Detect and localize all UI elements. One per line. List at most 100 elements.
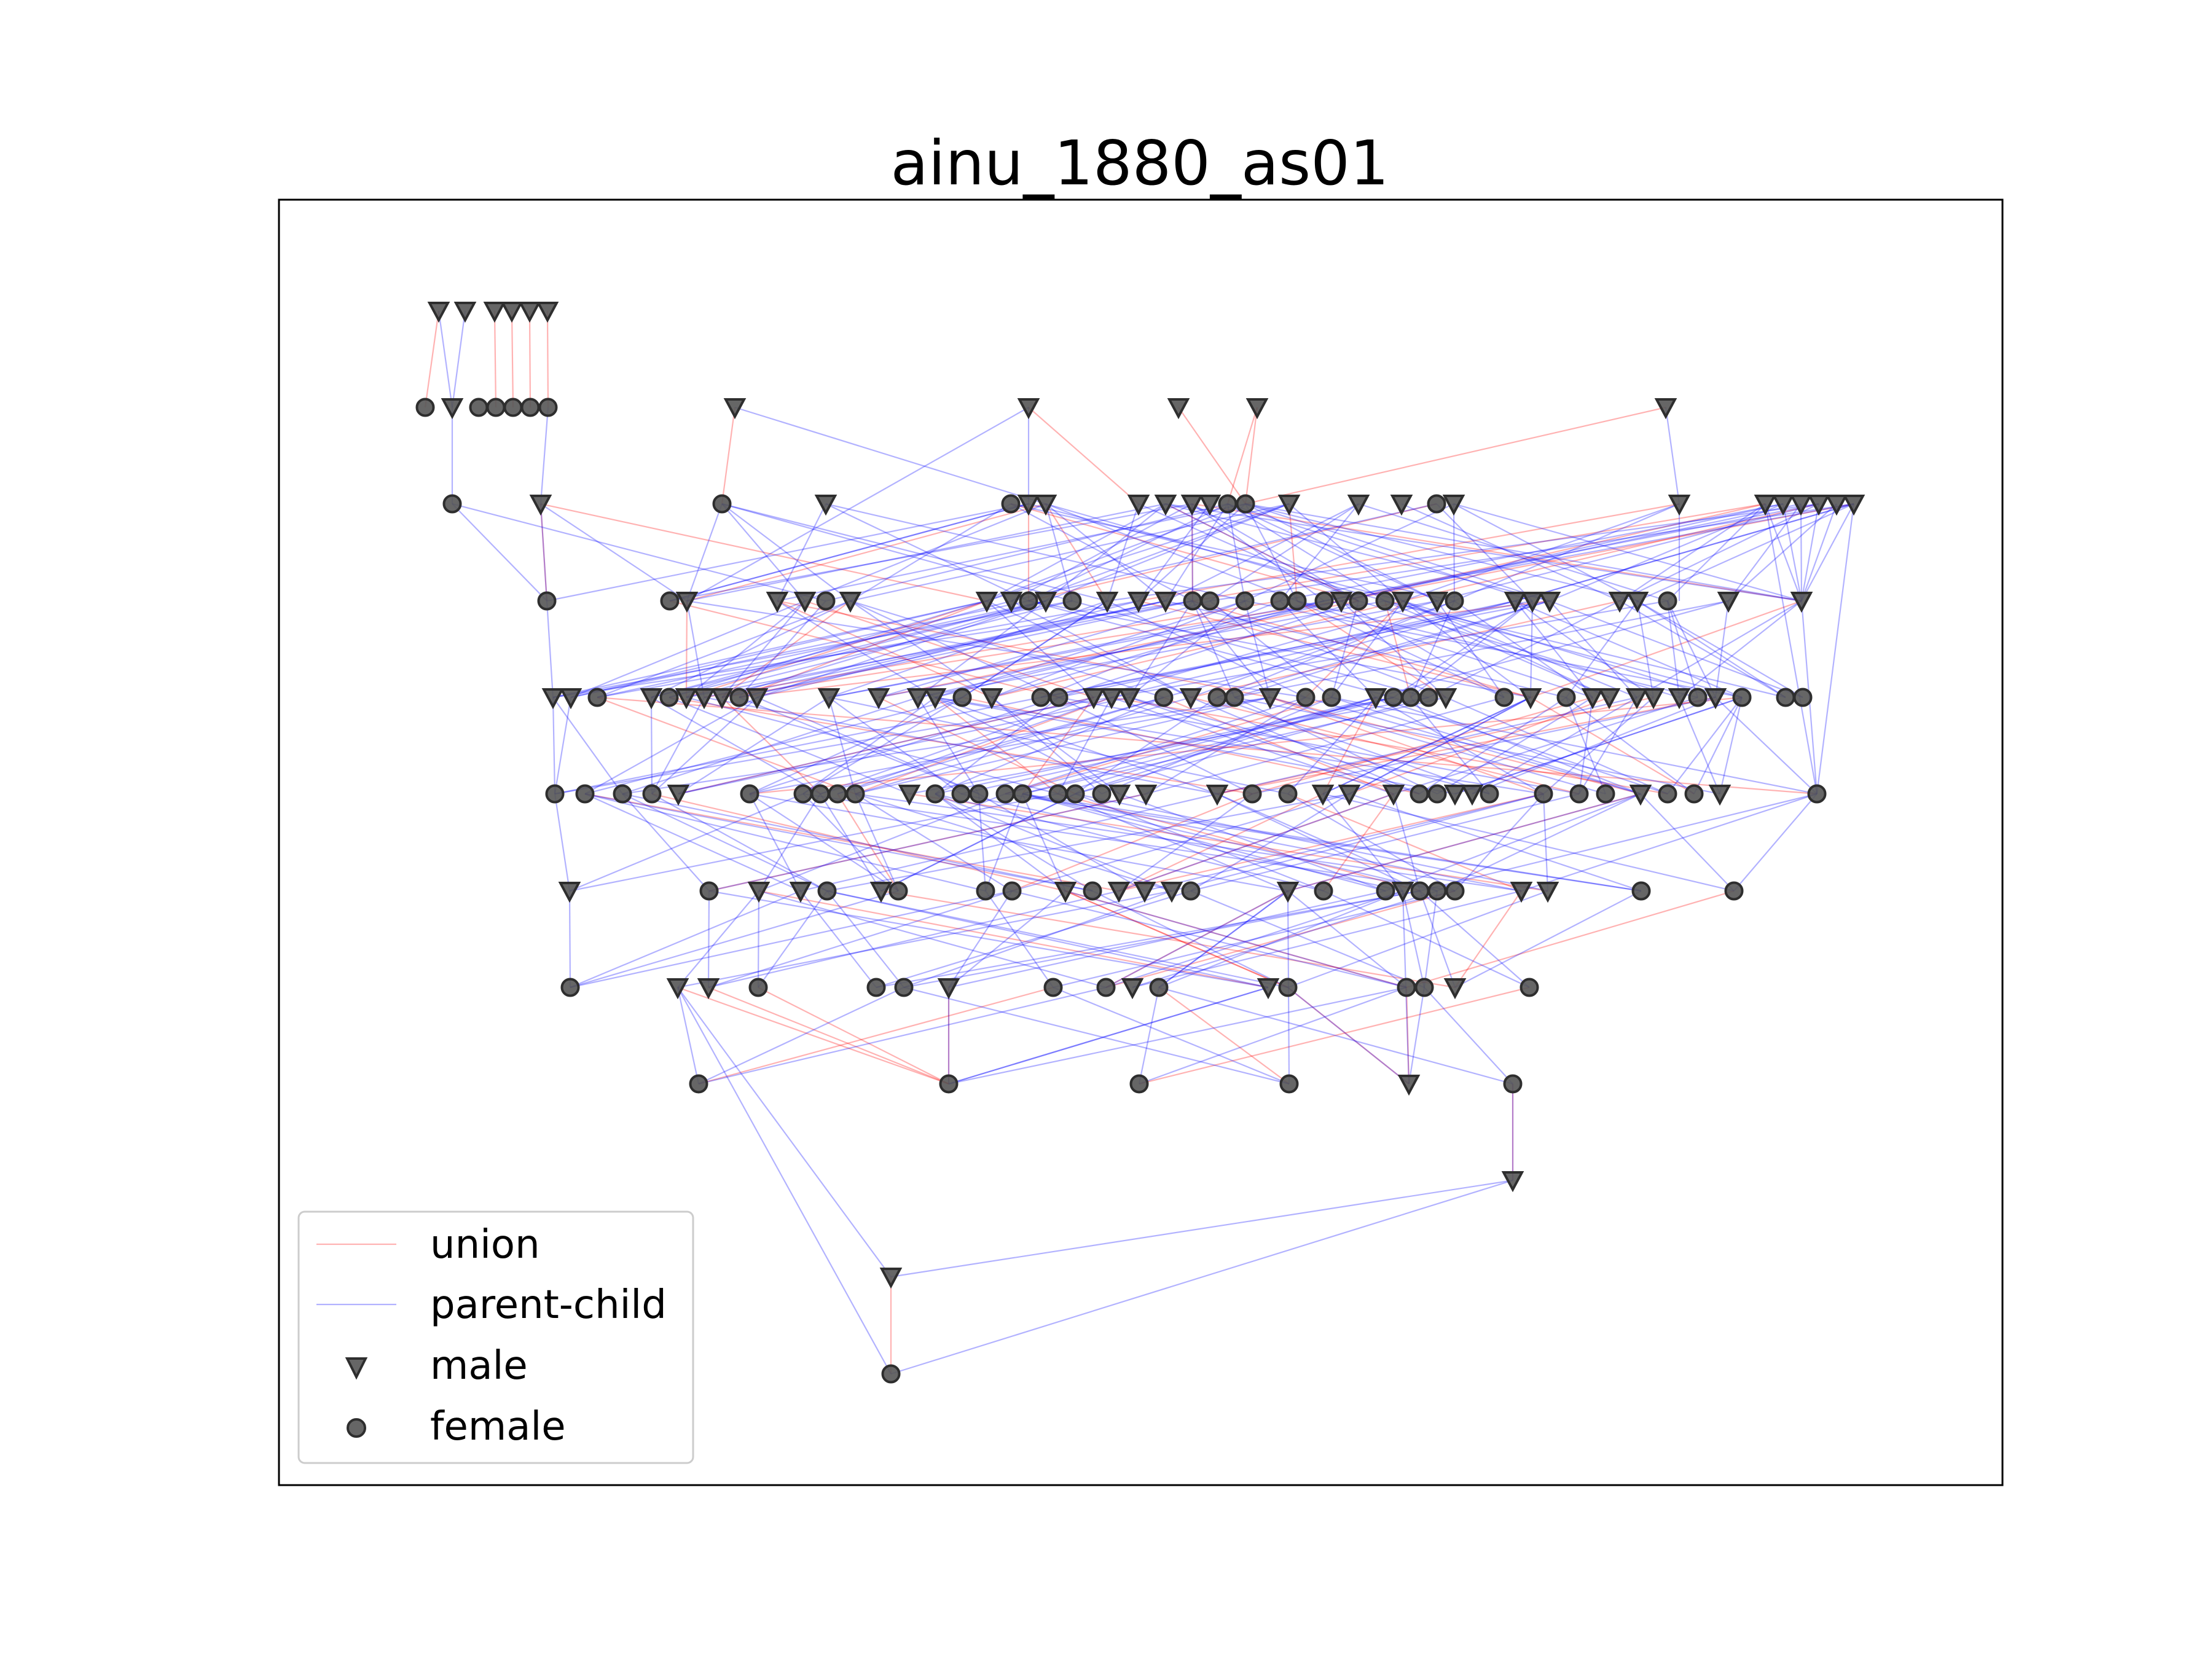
male-node [1397, 1075, 1421, 1096]
female-node [1149, 978, 1169, 997]
parent-child-edge [1190, 793, 1580, 892]
parent-child-edge [1715, 697, 1818, 794]
parent-child-edge [1021, 793, 1067, 892]
parent-child-edge [1402, 600, 1716, 699]
parent-child-edge [1287, 793, 1641, 892]
parent-child-edge [1437, 697, 1593, 794]
female-node [1401, 688, 1421, 707]
parent-child-edge [1165, 600, 1567, 699]
male-node [1789, 495, 1813, 516]
parent-child-edge [1005, 696, 1376, 795]
parent-child-edge [1192, 600, 1271, 698]
parent-child-edge [1349, 793, 1642, 892]
parent-child-edge [935, 793, 1093, 892]
union-edge [597, 696, 1818, 795]
parent-child-edge [1234, 696, 1720, 795]
parent-child-edge [948, 890, 1013, 988]
parent-child-edge [1436, 503, 1533, 602]
male-node [1754, 495, 1777, 516]
union-edge [1384, 600, 1412, 698]
union-edge [1138, 600, 1531, 699]
parent-child-edge [1566, 600, 1638, 698]
parent-child-edge [1022, 793, 1438, 892]
female-node [712, 494, 732, 514]
female-node [520, 398, 540, 417]
parent-child-edge [1323, 890, 1530, 988]
male-node [1258, 688, 1282, 710]
parent-child-edge [1145, 696, 1505, 795]
parent-child-edge [686, 600, 1073, 699]
union-edge [686, 503, 1046, 602]
parent-child-edge [1065, 890, 1407, 989]
parent-child-edge [554, 793, 571, 892]
legend-union-label: union [430, 1222, 540, 1268]
union-edge [669, 600, 1059, 699]
parent-child-edge [758, 890, 828, 988]
male-node [1538, 592, 1561, 613]
female-node [660, 591, 680, 611]
female-node [1031, 688, 1051, 707]
union-edge [539, 503, 548, 602]
parent-child-edge [1402, 600, 1637, 699]
female-node [575, 784, 595, 804]
parent-child-edge [1011, 503, 1193, 602]
parent-child-edge [1129, 696, 1490, 795]
male-node [1127, 592, 1150, 613]
parent-child-edge [1728, 503, 1837, 602]
female-node [828, 784, 847, 804]
parent-child-edge [1139, 986, 1407, 1085]
union-edge [777, 600, 992, 699]
parent-child-edge [826, 793, 1350, 892]
union-edge [935, 697, 1059, 794]
female-node [1724, 881, 1744, 901]
parent-child-edge [1324, 503, 1819, 602]
parent-child-edge [739, 600, 826, 698]
male-node [453, 302, 477, 323]
male-node [1017, 495, 1040, 516]
parent-child-edge [948, 890, 1066, 988]
parent-child-edge [1158, 890, 1403, 989]
male-node [817, 688, 841, 710]
parent-child-edge [962, 600, 1108, 698]
parent-child-edge [677, 987, 700, 1084]
parent-child-edge [570, 600, 1029, 699]
male-node [529, 495, 552, 516]
union-edge [749, 696, 1743, 795]
female-node [793, 784, 813, 804]
union-edge [669, 696, 1253, 795]
female-node [1049, 688, 1069, 707]
male-node [1708, 785, 1732, 806]
parent-child-edge [935, 697, 1120, 794]
union-edge [1269, 696, 1544, 795]
parent-child-edge [651, 697, 821, 794]
parent-child-edge [1800, 503, 1803, 602]
parent-child-edge [1227, 503, 1533, 602]
parent-child-edge [991, 600, 1325, 699]
female-node [1207, 688, 1227, 707]
parent-child-edge [1058, 600, 1359, 699]
female-node [486, 398, 506, 417]
parent-child-edge [1288, 503, 1403, 602]
parent-child-edge [678, 696, 1094, 795]
union-edge [1118, 793, 1544, 892]
parent-child-edge [1454, 696, 1743, 795]
parent-child-edge [721, 503, 1108, 602]
female-node [810, 784, 830, 804]
parent-child-edge [1287, 697, 1376, 794]
parent-child-edge [1402, 890, 1426, 988]
union-edge [1245, 406, 1666, 505]
female-node [545, 784, 565, 804]
parent-child-edge [1171, 793, 1544, 892]
female-node [1534, 784, 1553, 804]
parent-child-edge [1040, 600, 1281, 699]
female-node [1296, 688, 1316, 707]
parent-child-edge [1667, 503, 1766, 602]
parent-child-edge [777, 503, 1246, 602]
parent-child-edge [678, 697, 830, 794]
male-node [1461, 785, 1484, 806]
male-node [924, 688, 947, 710]
parent-child-edge [1226, 503, 1246, 602]
male-node [1717, 592, 1740, 613]
parent-child-edge [1358, 503, 1668, 602]
parent-child-edge [1454, 600, 1593, 698]
